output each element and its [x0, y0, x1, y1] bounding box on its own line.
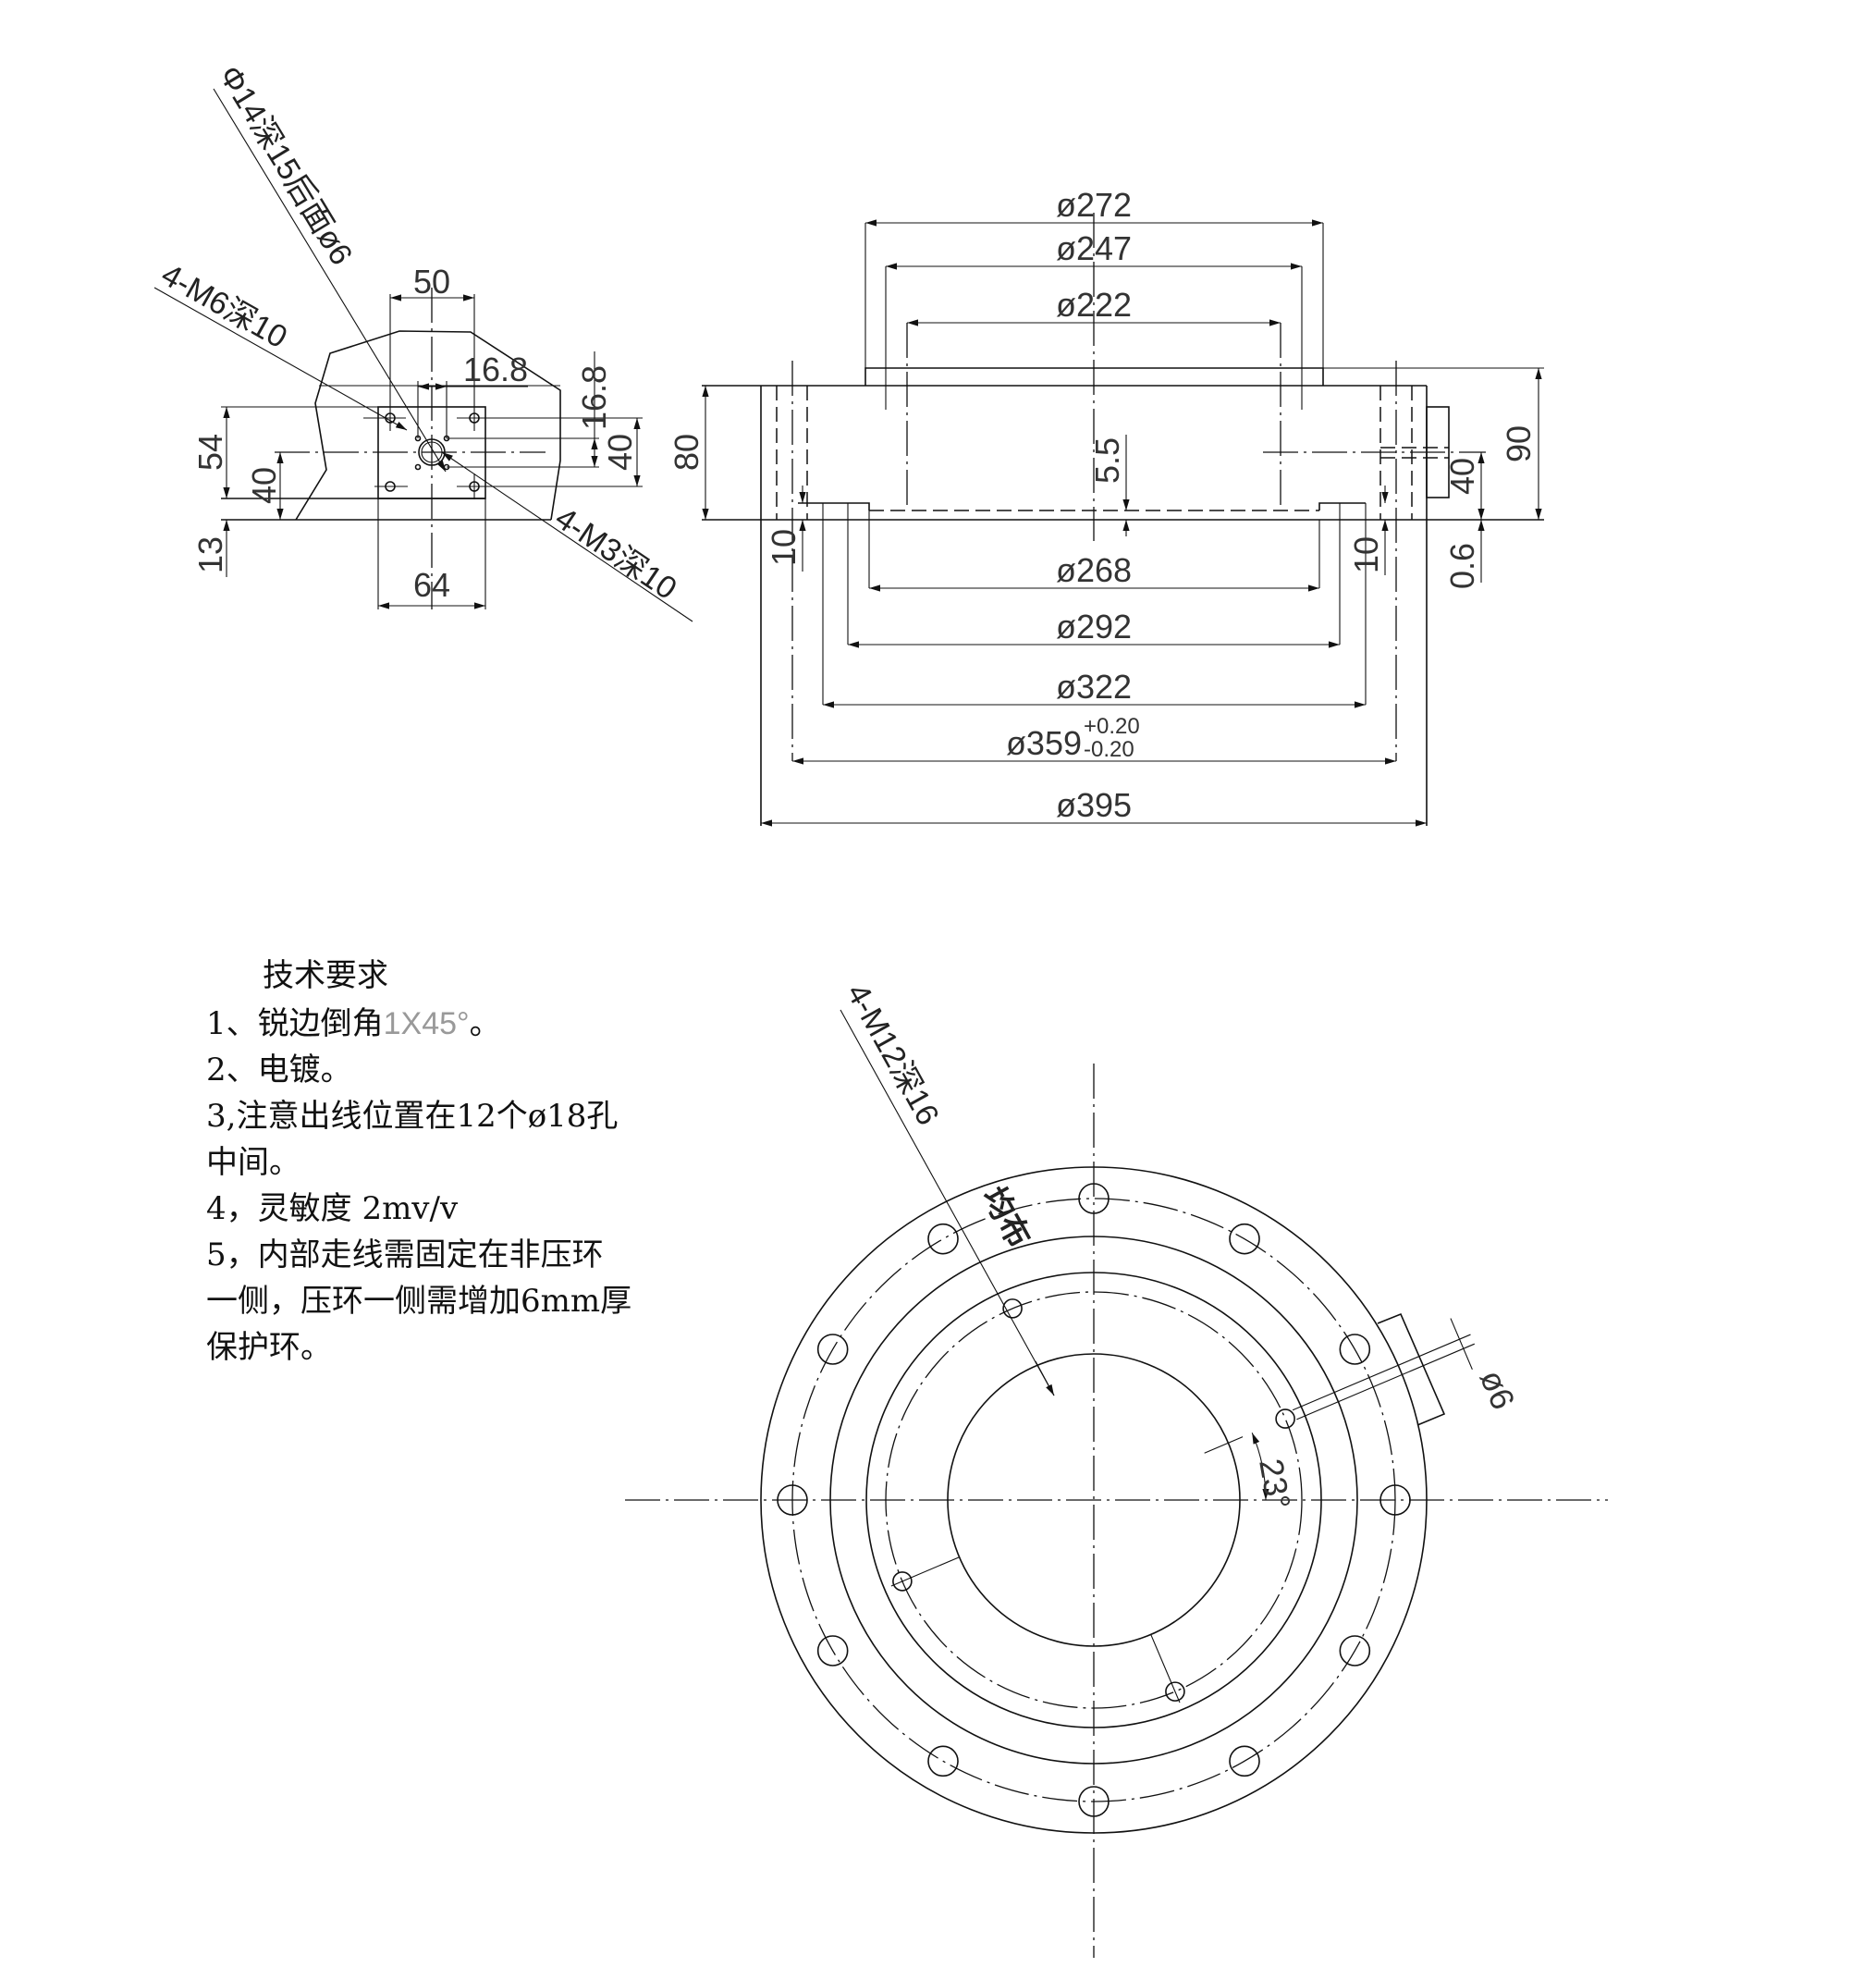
tech-line-6: 5，内部走线需固定在非压环 [206, 1236, 604, 1273]
angle-reference-line [1204, 1436, 1244, 1454]
dim-h90: 90 [1500, 425, 1538, 462]
flange-hole [816, 1635, 849, 1666]
tech-line-7: 一侧，压环一侧需增加6mm厚 [206, 1283, 632, 1320]
dim-16-8-horizontal: 16.8 [463, 350, 528, 388]
flange-hole [1339, 1334, 1371, 1365]
angle-label-23: 23° [1252, 1456, 1298, 1512]
dim-h80: 80 [668, 434, 705, 471]
section-view: ø272 ø247 ø222 ø268 ø292 ø322 ø359 +0.20… [668, 186, 1544, 827]
cable-outlet-boss [1426, 406, 1450, 498]
dim-d322: ø322 [1056, 668, 1132, 706]
plan-view: ø6 23° 4-M12深16 均布 [625, 978, 1608, 1958]
leader-phi14-label: Φ14深15后面ø6 [212, 59, 359, 271]
dim-16-8-vertical: 16.8 [575, 365, 613, 430]
dim-h0-6: 0.6 [1443, 543, 1481, 589]
dim-line-d6 [1450, 1318, 1473, 1371]
outer-circle-395 [760, 1166, 1428, 1834]
flange-hole [927, 1223, 959, 1255]
dim-d222: ø222 [1056, 286, 1132, 324]
radial-line [1150, 1634, 1181, 1703]
dim-d268: ø268 [1056, 551, 1132, 589]
dim-40-left: 40 [245, 467, 283, 504]
tech-line-1-end: 。 [469, 1005, 501, 1042]
dim-54: 54 [191, 434, 229, 471]
dim-d359-tol-upper: +0.20 [1084, 714, 1140, 739]
tech-line-5: 4，灵敏度 2mv/v [206, 1190, 459, 1227]
plan-holes [777, 1183, 1411, 1817]
extension-lines-bottom [822, 503, 1367, 705]
flange-hole [1339, 1635, 1371, 1666]
flange-hole [816, 1334, 849, 1365]
dim-50: 50 [413, 263, 450, 301]
bolt-circle-359 [791, 1198, 1396, 1802]
leader-line-m3 [441, 451, 693, 622]
hole-centerlines [791, 361, 1397, 761]
flange-hole [777, 1484, 808, 1516]
angle-arc-23 [1251, 1433, 1269, 1501]
dim-h10-left: 10 [765, 529, 803, 566]
dim-h5-5: 5.5 [1088, 437, 1126, 484]
tech-line-3: 3,注意出线位置在12个ø18孔 [206, 1098, 619, 1135]
tapped-hole [1002, 1298, 1023, 1319]
leader-m12-label: 4-M12深16 [840, 978, 946, 1131]
tech-line-1-text: 1、锐边倒角 [206, 1005, 384, 1042]
circle-268 [865, 1272, 1322, 1728]
tapped-hole [1165, 1681, 1185, 1702]
flange-hole [1229, 1223, 1260, 1255]
m3-holes [414, 381, 599, 471]
dim-64: 64 [413, 566, 450, 604]
cable-channel [1204, 1318, 1475, 1454]
flange-hole [1229, 1745, 1260, 1777]
tech-line-8: 保护环。 [206, 1329, 332, 1366]
dim-d359: ø359 [1006, 724, 1082, 762]
tech-line-2: 2、电镀。 [206, 1051, 352, 1088]
tapped-hole [892, 1571, 913, 1592]
cable-channel-edge [1296, 1343, 1475, 1420]
tapped-hole [1275, 1408, 1295, 1429]
bore-lines-222 [906, 323, 1281, 510]
extension-lines-64 [377, 498, 486, 609]
dim-d359-tol-lower: -0.20 [1084, 737, 1134, 762]
dim-13: 13 [191, 536, 229, 573]
leader-even-label: 均布 [975, 1181, 1036, 1253]
leader-arrow-m12 [1035, 1360, 1055, 1396]
dim-d272: ø272 [1056, 186, 1132, 224]
cable-hole-hidden [1380, 447, 1449, 459]
left-detail-view: 50 16.8 16.8 40 54 13 40 64 Φ14深15后面ø6 4… [153, 59, 693, 622]
extension-lines-272 [864, 223, 1324, 368]
leader-m3-label: 4-M3深10 [549, 500, 683, 607]
inner-bore [947, 1353, 1241, 1647]
flange-hole [1379, 1484, 1411, 1516]
housing-outline [295, 330, 561, 521]
leader-line-m6 [153, 287, 408, 431]
circle-322 [829, 1236, 1358, 1765]
flange-hole [927, 1745, 959, 1777]
dim-40-right: 40 [601, 434, 639, 471]
cable-channel-edge [1292, 1334, 1471, 1411]
leader-line-m12 [840, 1009, 1055, 1396]
dim-h40: 40 [1443, 458, 1481, 495]
dim-d395: ø395 [1056, 786, 1132, 824]
tapped-hole-circle-247 [885, 1291, 1303, 1709]
dim-d292: ø292 [1056, 608, 1132, 646]
dim-d247: ø247 [1056, 229, 1132, 267]
tech-line-1: 1、锐边倒角1X45°。 [206, 1008, 501, 1039]
leader-line-phi14 [213, 88, 447, 473]
tech-line-4: 中间。 [206, 1144, 300, 1181]
tech-title: 技术要求 [263, 957, 388, 994]
extension-lines-247 [885, 266, 1303, 410]
dim-h10-right: 10 [1347, 536, 1385, 573]
hidden-hole-lines [776, 386, 1413, 520]
hole-d6-label: ø6 [1473, 1364, 1523, 1415]
flange-hole [1078, 1786, 1110, 1817]
leader-m6-label: 4-M6深10 [155, 257, 293, 355]
chamfer-value: 1X45° [383, 1006, 470, 1041]
cable-outlet-boss-plan [1377, 1312, 1446, 1426]
flange-hole [1078, 1183, 1110, 1214]
bottom-steps [798, 502, 1366, 510]
radial-line [890, 1556, 960, 1587]
